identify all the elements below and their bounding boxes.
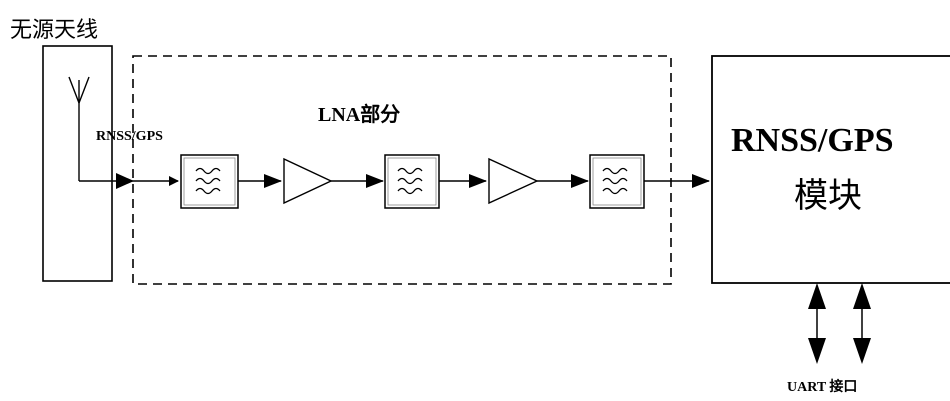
bandpass-filter-1-icon (180, 154, 239, 209)
module-title: RNSS/GPS (731, 122, 894, 159)
antenna-box (42, 45, 113, 282)
uart-label: UART 接口 (787, 378, 857, 395)
bandpass-filter-2-icon (384, 154, 440, 209)
gnss-module-box (711, 55, 950, 284)
signal-label: RNSS/GPS (96, 129, 163, 144)
module-subtitle: 模块 (794, 177, 862, 215)
antenna-title: 无源天线 (10, 18, 98, 43)
antenna-icon (68, 76, 90, 181)
amplifier-1-icon (283, 157, 333, 205)
lna-title: LNA部分 (318, 102, 400, 126)
amplifier-2-icon (488, 157, 539, 205)
bandpass-filter-3-icon (589, 154, 645, 209)
lna-region (132, 55, 672, 285)
signal-chain (79, 154, 710, 209)
uart-arrows-icon (808, 283, 871, 364)
